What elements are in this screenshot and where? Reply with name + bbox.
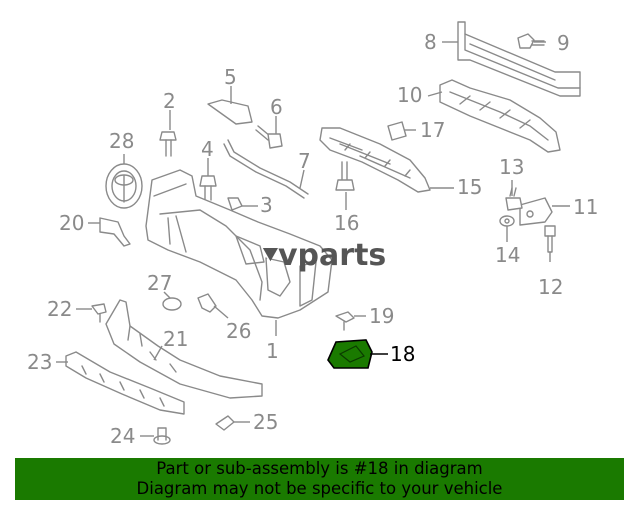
part-28-emblem <box>105 163 143 209</box>
callout-1: 1 <box>266 339 279 363</box>
callout-10: 10 <box>397 83 422 107</box>
part-18-highlighted-cover[interactable] <box>327 339 373 369</box>
part-20-bracket <box>99 217 131 247</box>
callout-26: 26 <box>226 319 251 343</box>
part-25-clip <box>215 415 235 431</box>
part-19-clip <box>335 311 355 331</box>
part-21-lower-cover <box>105 299 263 399</box>
part-6-bolt <box>255 125 283 149</box>
callout-22: 22 <box>47 297 72 321</box>
watermark-text: vparts <box>278 238 386 273</box>
part-4-bolt <box>199 175 217 201</box>
callout-7: 7 <box>298 149 311 173</box>
callout-19: 19 <box>369 304 394 328</box>
callout-17: 17 <box>420 118 445 142</box>
part-9-bolt <box>517 33 545 49</box>
part-17-clip <box>387 121 407 141</box>
part-8-reinforcement <box>457 21 581 97</box>
part-2-screw <box>159 131 177 157</box>
callout-3: 3 <box>260 193 273 217</box>
callout-20: 20 <box>59 211 84 235</box>
part-11-bracket <box>519 197 553 226</box>
part-26-plate <box>197 293 217 313</box>
part-22-clip <box>91 303 107 323</box>
callout-21: 21 <box>163 327 188 351</box>
callout-13: 13 <box>499 155 524 179</box>
part-12-bolt <box>544 225 556 253</box>
leader-lines <box>56 41 570 437</box>
part-27-cap <box>162 297 182 311</box>
callout-14: 14 <box>495 243 520 267</box>
part-7-strip <box>223 139 309 199</box>
footer-line-2: Diagram may not be specific to your vehi… <box>136 479 503 498</box>
callout-6: 6 <box>270 95 283 119</box>
callout-15: 15 <box>457 175 482 199</box>
callout-11: 11 <box>573 195 598 219</box>
callout-4: 4 <box>201 137 214 161</box>
callout-5: 5 <box>224 65 237 89</box>
callout-9: 9 <box>557 31 570 55</box>
callout-labels: 1 2 3 4 5 6 7 8 9 10 11 12 13 14 15 16 1… <box>27 30 598 448</box>
callout-18-highlighted: 18 <box>390 342 415 366</box>
callout-24: 24 <box>110 424 135 448</box>
part-14-nut <box>499 215 515 227</box>
watermark-logo: vparts <box>261 238 386 273</box>
part-5-pad <box>207 99 253 125</box>
callout-25: 25 <box>253 410 278 434</box>
callout-23: 23 <box>27 350 52 374</box>
footer-notice: Part or sub-assembly is #18 in diagram D… <box>15 458 624 500</box>
callout-28: 28 <box>109 129 134 153</box>
part-23-skirt <box>65 351 185 415</box>
callout-16: 16 <box>334 211 359 235</box>
part-10-absorber <box>439 79 561 153</box>
parts-diagram: 1 2 3 4 5 6 7 8 9 10 11 12 13 14 15 16 1… <box>27 21 598 448</box>
part-13-bolt <box>505 187 523 211</box>
part-15-support <box>319 127 431 193</box>
callout-8: 8 <box>424 30 437 54</box>
part-24-clip <box>153 427 171 445</box>
callout-12: 12 <box>538 275 563 299</box>
part-1-bumper-cover <box>145 169 333 319</box>
callout-2: 2 <box>163 89 176 113</box>
footer-line-1: Part or sub-assembly is #18 in diagram <box>156 459 483 478</box>
part-16-bolt <box>335 161 355 191</box>
callout-27: 27 <box>147 271 172 295</box>
